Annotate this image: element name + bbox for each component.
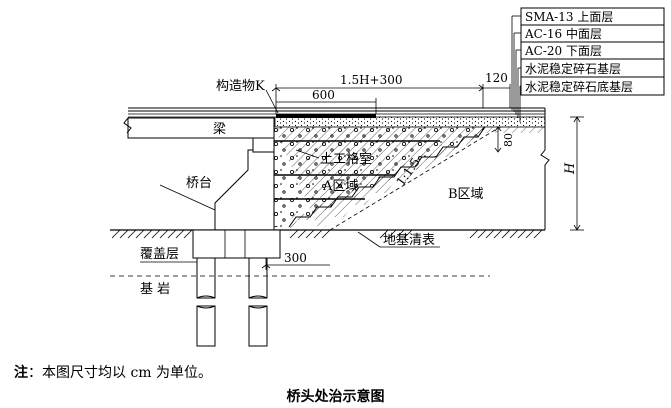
cap-layer-label: 覆盖层 (140, 247, 179, 262)
cleaning-leader (357, 231, 381, 248)
structure-k-label: 构造物K (216, 79, 265, 94)
dim-600-label: 600 (312, 88, 335, 102)
structure-k-leader (265, 89, 279, 114)
bedrock-label: 基 岩 (140, 282, 170, 297)
beam: 梁 (123, 117, 275, 139)
beam-label: 梁 (213, 122, 226, 137)
layer-label: SMA-13 上面层 (525, 10, 613, 24)
geocell-leader (295, 149, 320, 159)
footnote-prefix: 注 (14, 365, 28, 381)
footnote: 注：本图尺寸均以 cm 为单位。 (14, 362, 212, 382)
geocell-wedge (274, 127, 545, 227)
footnote-text: ：本图尺寸均以 cm 为单位。 (28, 365, 213, 381)
dim-300-label: 300 (284, 251, 307, 265)
dim-h-label: H (563, 162, 578, 175)
piles (196, 257, 268, 347)
dim-80-label: 80 (502, 133, 515, 147)
break-mark (540, 108, 550, 230)
figure-caption: 桥头处治示意图 (286, 389, 385, 405)
bench-steps (286, 125, 488, 229)
structure-k-slab (276, 114, 376, 118)
ground-line (110, 229, 545, 239)
layer-leader-lines (511, 15, 521, 122)
layer-label: 水泥稳定碎石底基层 (525, 79, 633, 94)
zone-a-label: A区域 (322, 179, 358, 194)
abutment-label: 桥台 (186, 176, 212, 191)
geocell-label: 土工格室 (320, 151, 372, 167)
foundation-cleaning-label: 地基清表 (383, 233, 435, 248)
layer-legend-table: SMA-13 上面层 AC-16 中面层 AC-20 下面层 水泥稳定碎石基层 … (520, 7, 665, 96)
zone-b-label: B区域 (448, 187, 484, 202)
layer-label: AC-16 中面层 (524, 26, 602, 41)
top-dimension-lines (271, 84, 511, 114)
dim-80 (494, 126, 502, 153)
layer-label: 水泥稳定碎石基层 (525, 61, 621, 76)
layer-label: AC-20 下面层 (524, 44, 602, 58)
abutment: 桥台 (159, 137, 275, 231)
dim-h (570, 116, 584, 231)
dim-15h-label: 1.5H+300 (340, 73, 403, 87)
pile-cap (192, 229, 281, 259)
dim-120-label: 120 (485, 71, 508, 85)
dim-300 (261, 258, 330, 270)
slope-line (329, 126, 501, 231)
